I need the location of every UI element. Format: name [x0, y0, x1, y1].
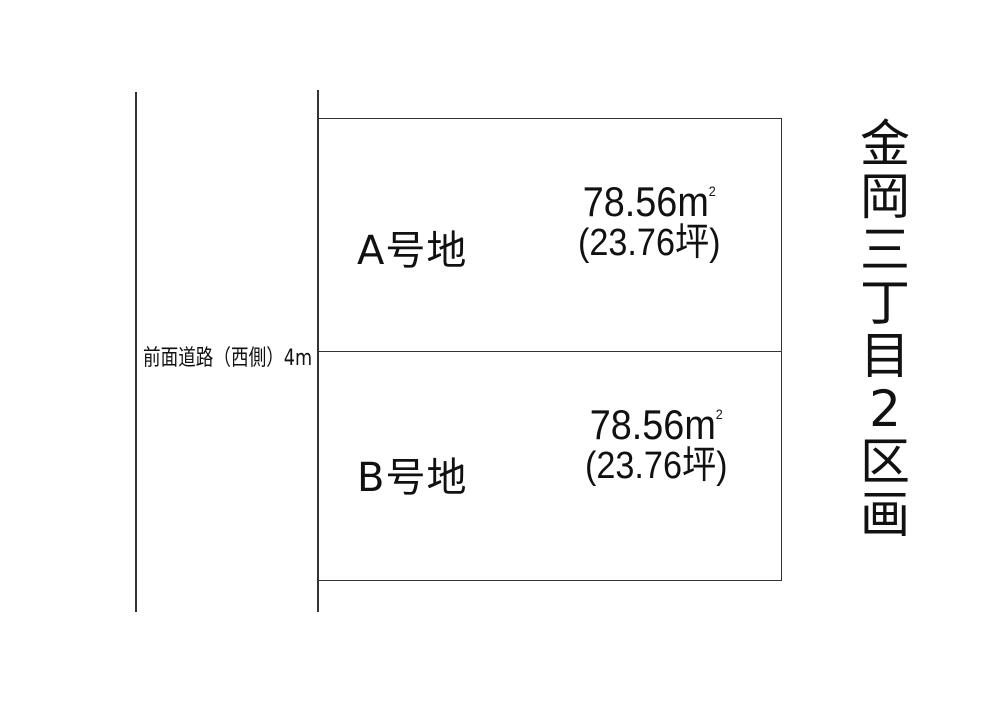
lot-a-area-m2: 78.56m2	[582, 178, 716, 225]
title-char: 丁	[860, 274, 910, 332]
road-west-edge-line	[135, 92, 137, 612]
title-char: 金	[860, 115, 910, 173]
site-title: 金 岡 三 丁 目 2 区 画	[855, 118, 915, 542]
lot-b-area: 78.56m2 (23.76坪)	[585, 401, 728, 488]
title-char: 岡	[860, 168, 910, 226]
title-char: 三	[860, 221, 910, 279]
title-char: 目	[860, 327, 910, 385]
lot-b-name: B号地	[357, 455, 468, 501]
lot-b-area-tsubo: (23.76坪)	[585, 445, 728, 488]
road-label: 前面道路（西側）4m	[143, 346, 313, 371]
title-char: 区	[860, 433, 910, 491]
lot-a-area: 78.56m2 (23.76坪)	[578, 178, 721, 265]
title-char: 画	[860, 486, 910, 544]
lot-b-parcel	[317, 351, 782, 581]
lot-a-name: A号地	[357, 228, 468, 274]
title-char: 2	[869, 380, 901, 438]
lot-b-area-m2: 78.56m2	[589, 401, 723, 448]
lot-a-area-tsubo: (23.76坪)	[578, 222, 721, 265]
